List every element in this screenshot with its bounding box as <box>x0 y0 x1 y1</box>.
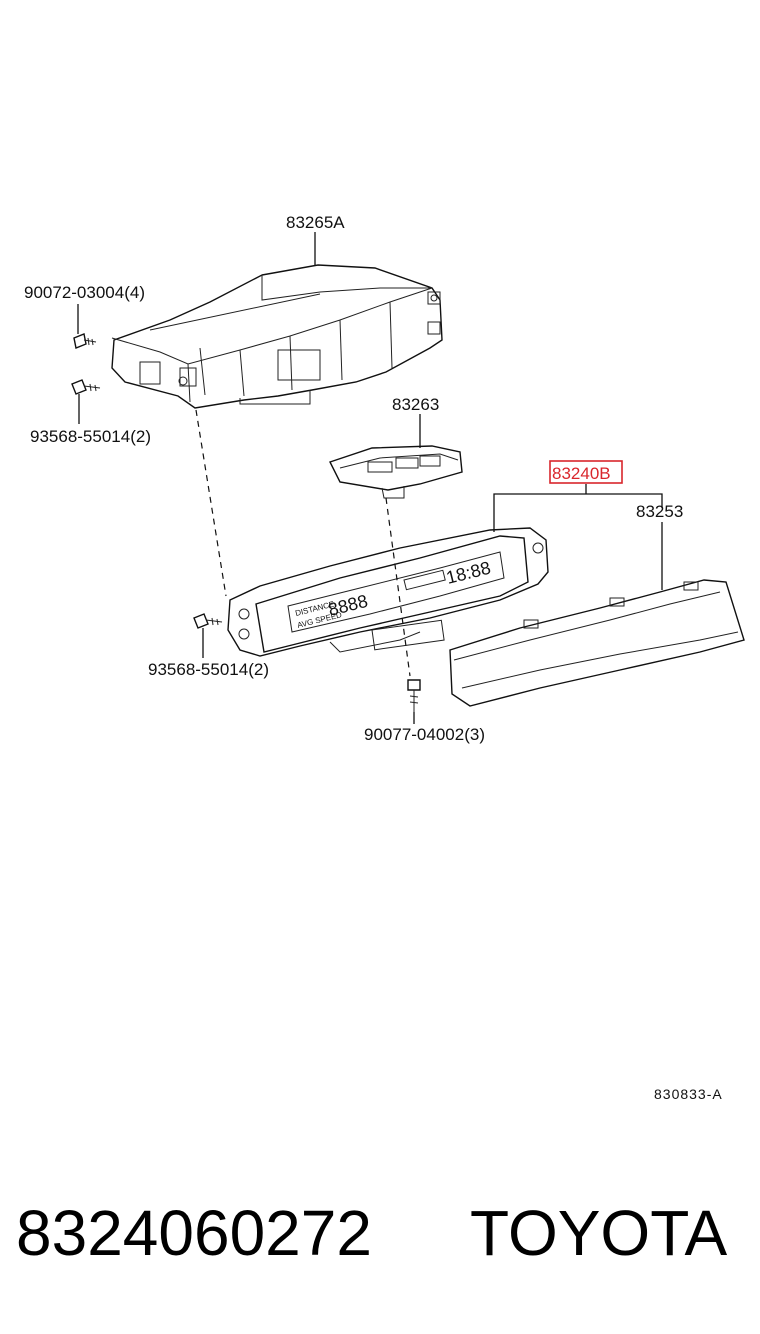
callout-93568-55014-top: 93568-55014(2) <box>30 427 151 446</box>
callout-83263: 83263 <box>392 395 439 414</box>
screw-93568-bottom <box>193 613 223 629</box>
meter-assembly-83240b: DISTANCE AVG SPEED 8888 18:88 <box>227 527 549 657</box>
cover-83253 <box>449 579 745 707</box>
callout-90077-04002: 90077-04002(3) <box>364 725 485 744</box>
bracket-83240b <box>493 493 663 532</box>
callout-83240b: 83240B <box>552 464 611 483</box>
switch-83263 <box>329 445 463 499</box>
callout-83253: 83253 <box>636 502 683 521</box>
footer-brand: TOYOTA <box>470 1197 728 1269</box>
assembly-line-switch <box>385 497 411 677</box>
screw-90077 <box>407 679 421 712</box>
assembly-line-housing <box>195 409 227 597</box>
footer-part-number: 8324060272 <box>16 1197 372 1269</box>
callout-93568-55014-bottom: 93568-55014(2) <box>148 660 269 679</box>
callout-83240b-highlight <box>549 460 623 484</box>
diagram-code: 830833-A <box>654 1086 723 1102</box>
callout-90072-03004: 90072-03004(4) <box>24 283 145 302</box>
screw-90072 <box>73 333 97 349</box>
screw-93568-top <box>71 379 101 395</box>
rear-housing-83265a <box>111 264 443 409</box>
callout-83265a: 83265A <box>286 213 345 232</box>
